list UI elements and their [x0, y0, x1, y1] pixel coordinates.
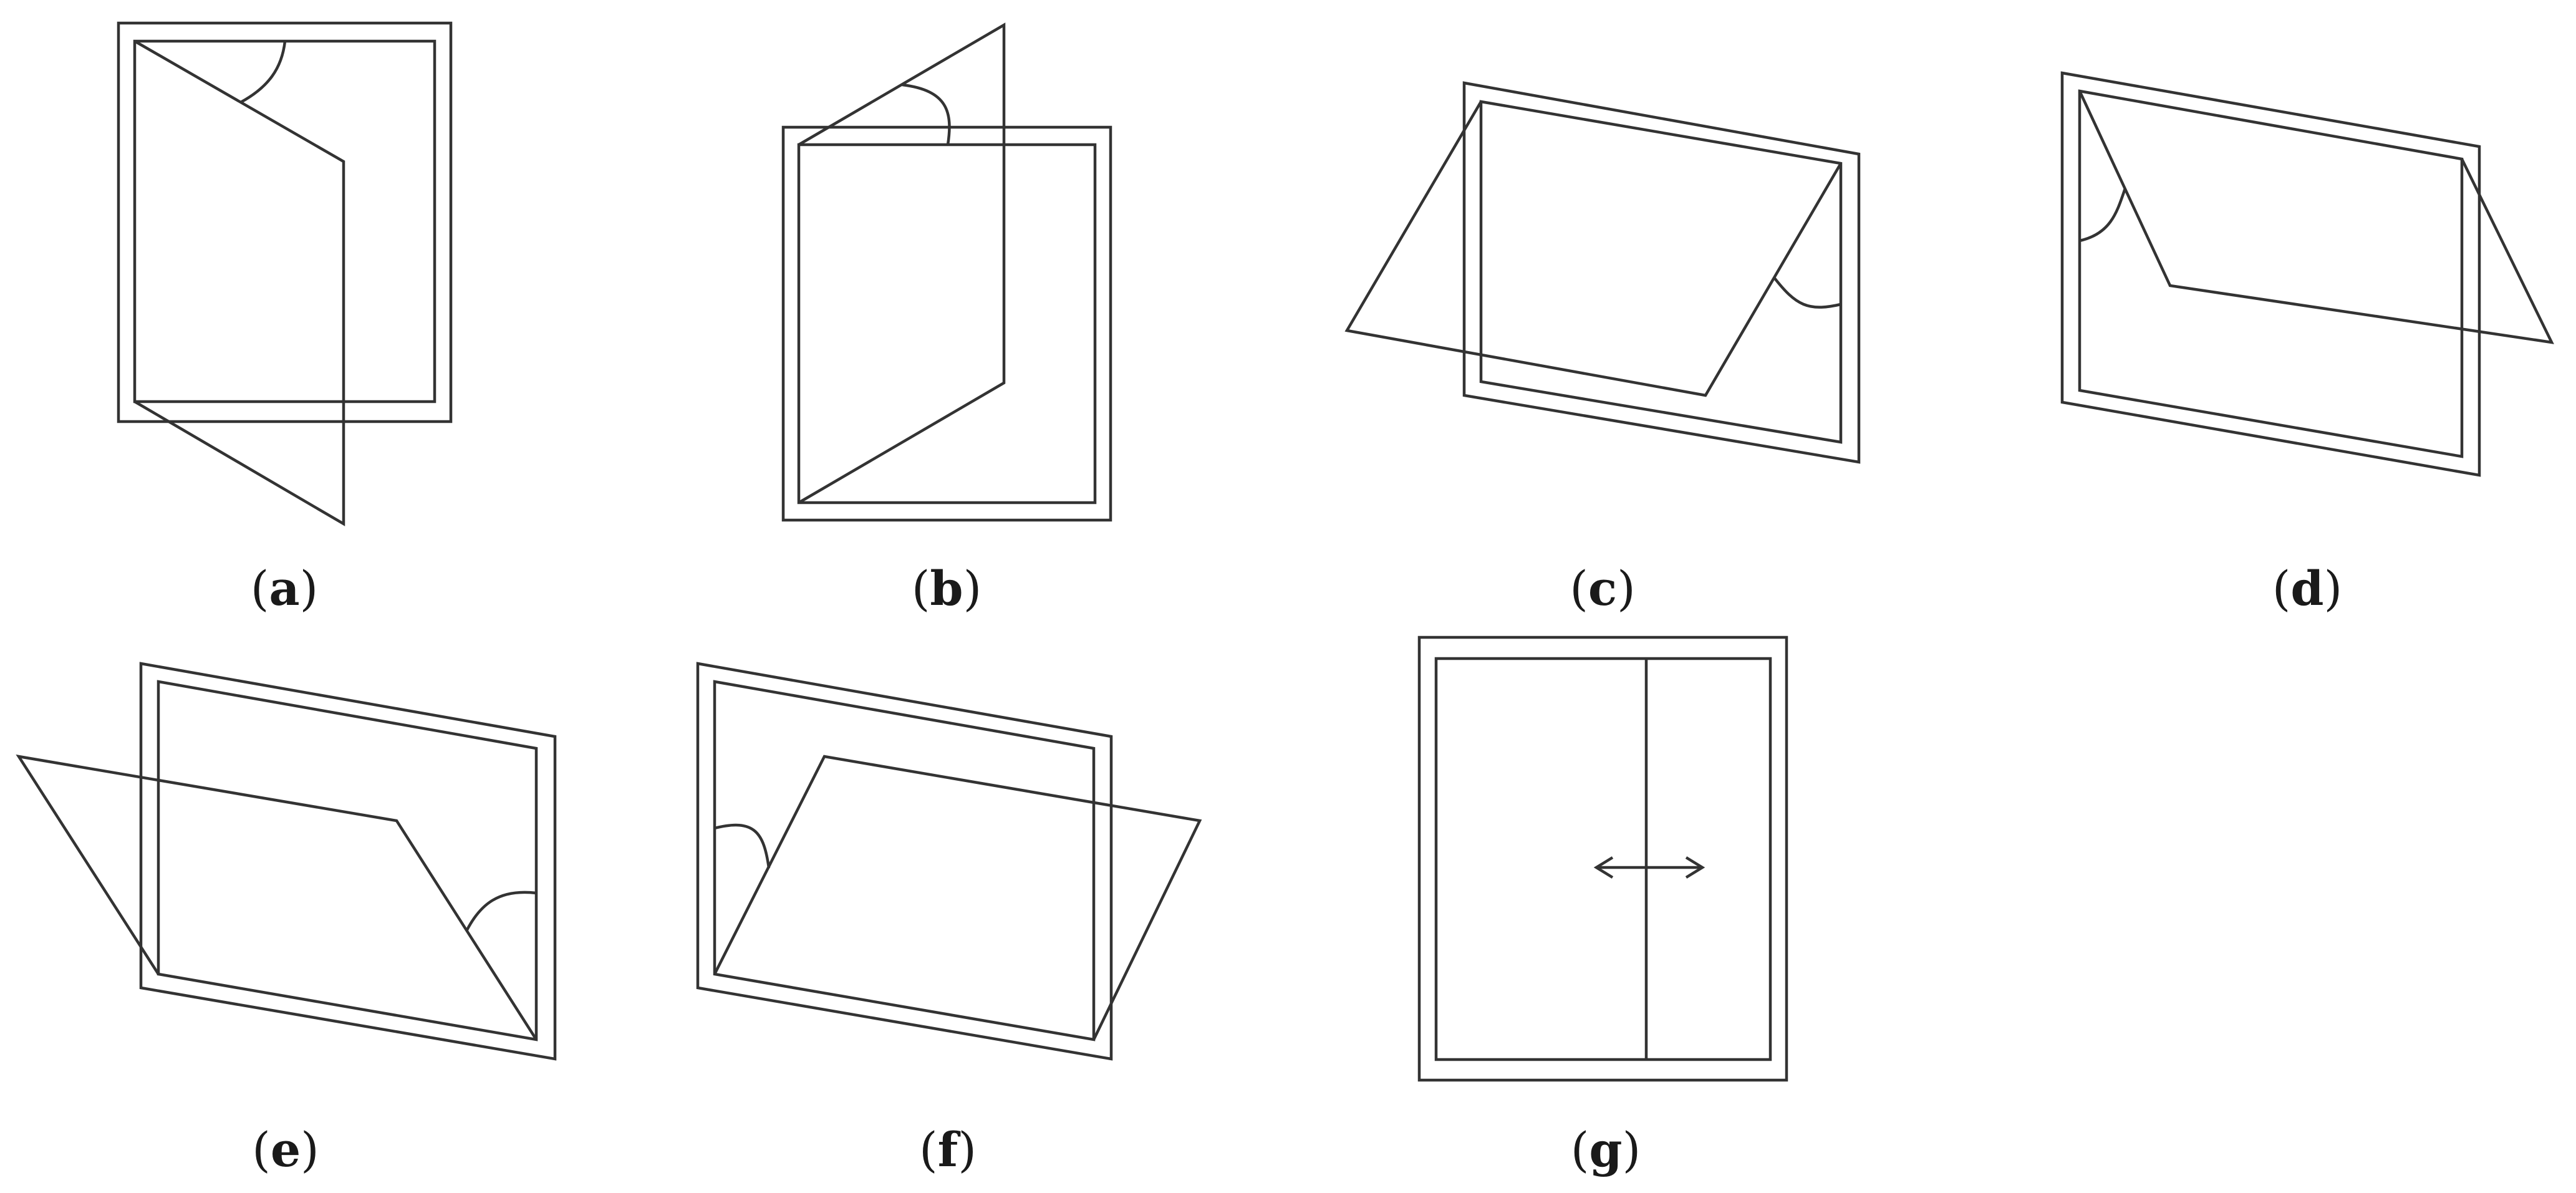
panel-e-outer-frame: [139, 662, 557, 1061]
panel-e-swing-arc: [465, 891, 537, 932]
panel-b-swing-arc: [902, 83, 951, 145]
panel-e-open-sash: [16, 754, 538, 1041]
panel-a-inner-frame: [133, 39, 437, 403]
panel-f: (f): [696, 662, 1202, 1177]
panel-d: (d): [2060, 71, 2554, 616]
panel-a-outer-frame: [117, 21, 453, 423]
panel-d-outer-frame: [2060, 71, 2481, 477]
panel-g-inner-frame: [1434, 657, 1772, 1061]
panel-a-label: (a): [251, 561, 319, 616]
panel-e-inner-frame: [157, 680, 538, 1041]
panel-b-outer-frame: [781, 125, 1112, 522]
panel-b-label: (b): [912, 561, 982, 616]
panel-e-label: (e): [252, 1122, 319, 1177]
panel-a: (a): [117, 21, 453, 616]
panel-d-open-sash: [2078, 90, 2554, 344]
panel-g-label: (g): [1571, 1122, 1641, 1177]
panel-c: (c): [1344, 81, 1861, 616]
panel-d-label: (d): [2272, 561, 2342, 616]
panel-g-slide-arrow-left-head: [1593, 856, 1614, 879]
panel-d-swing-arc: [2079, 188, 2127, 243]
panel-f-open-sash: [713, 755, 1202, 1040]
panel-c-outer-frame: [1462, 81, 1861, 464]
panel-a-open-sash: [133, 40, 345, 526]
panel-b-inner-frame: [797, 143, 1097, 505]
panel-f-outer-frame: [696, 662, 1113, 1061]
panel-c-swing-arc: [1773, 276, 1841, 309]
panel-c-label: (c): [1570, 561, 1636, 616]
panel-a-swing-arc: [239, 41, 287, 104]
panel-c-inner-frame: [1479, 100, 1843, 444]
panel-c-open-sash: [1344, 100, 1842, 397]
panel-f-swing-arc: [714, 823, 771, 869]
panel-e: (e): [16, 662, 557, 1177]
panel-d-inner-frame: [2078, 89, 2464, 458]
panel-g-outer-frame: [1417, 635, 1788, 1082]
panel-g: (g): [1417, 635, 1788, 1177]
panel-g-slide-arrow-right-head: [1685, 856, 1705, 879]
panel-b: (b): [781, 22, 1112, 616]
panel-b-open-sash: [798, 22, 1006, 504]
panel-f-label: (f): [919, 1122, 977, 1177]
